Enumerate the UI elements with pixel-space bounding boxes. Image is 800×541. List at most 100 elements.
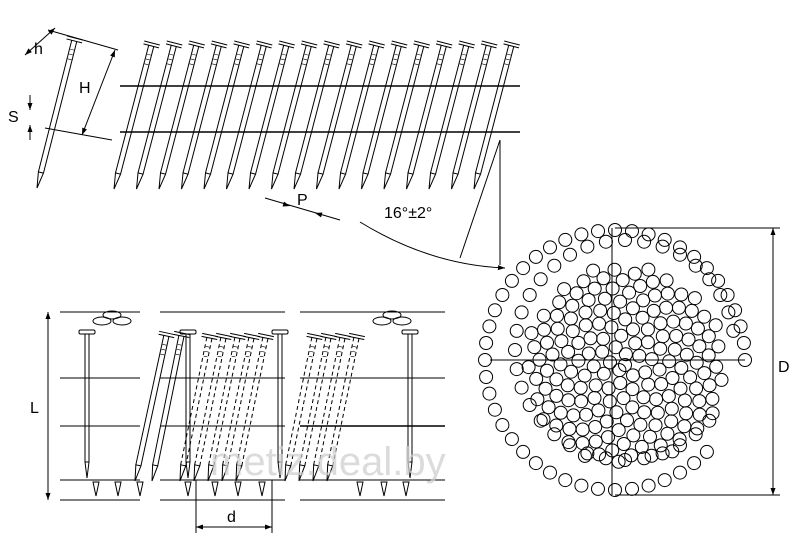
nail-ring xyxy=(175,353,180,356)
coil-nail-head xyxy=(655,239,670,254)
nail-ring xyxy=(168,58,173,61)
nail-head xyxy=(189,40,205,46)
coil-nail-head xyxy=(618,347,633,362)
coil-nail-head xyxy=(487,303,502,318)
nail xyxy=(203,40,250,190)
nail-shank xyxy=(208,337,236,465)
coil-nail-head xyxy=(638,365,653,380)
coil-nail-head xyxy=(591,224,605,239)
nail-head xyxy=(390,43,407,49)
coil-nail-head xyxy=(599,414,614,429)
coil-nail-head xyxy=(626,428,641,443)
coil-nail-head xyxy=(641,227,656,242)
nail-ring xyxy=(336,355,341,358)
nail-shank xyxy=(194,337,222,465)
coil-nail-head xyxy=(509,362,524,377)
nail-head xyxy=(458,43,475,49)
nail-shank xyxy=(42,41,78,174)
label-P: P xyxy=(297,192,308,209)
nail-head xyxy=(216,332,232,338)
coil-nail-head xyxy=(596,366,611,381)
coil-nail-head xyxy=(587,281,602,296)
nail-ring xyxy=(303,58,308,61)
nail-ring xyxy=(235,58,240,61)
nail-ring xyxy=(203,355,208,358)
nail xyxy=(248,40,295,190)
coil-nail-head xyxy=(537,322,551,337)
nail-point xyxy=(207,464,215,482)
nail-ring xyxy=(259,355,264,358)
arrowhead xyxy=(770,487,776,495)
nail-shank xyxy=(313,337,341,465)
nail-shank xyxy=(227,45,262,173)
nail-point xyxy=(383,172,392,190)
coil-nail-head xyxy=(479,370,494,384)
coil-nail-head xyxy=(641,377,656,392)
coil-nail-head xyxy=(702,272,717,287)
coil-nail-head xyxy=(605,281,620,296)
label-h: h xyxy=(34,41,43,58)
nail-shank xyxy=(199,338,227,466)
extension-line xyxy=(44,127,113,141)
nail-head xyxy=(503,43,520,49)
nail xyxy=(36,35,83,189)
coil-nail-head xyxy=(692,339,707,354)
nail xyxy=(326,332,365,482)
nail-ring xyxy=(280,58,285,61)
nail-head xyxy=(324,40,340,46)
coil-nail-head xyxy=(701,329,716,344)
coil-nail-head xyxy=(679,347,694,362)
nail-shank xyxy=(115,45,150,173)
coil-nail-head xyxy=(601,430,615,445)
nail-ring xyxy=(348,58,353,61)
nail-head xyxy=(320,335,337,341)
coil-nail-head xyxy=(733,319,748,334)
nail-shank xyxy=(304,338,332,466)
coil-nail-head xyxy=(569,286,584,301)
coil-nail-head xyxy=(543,240,557,255)
nail-ring xyxy=(232,350,237,353)
nail-ring xyxy=(304,53,309,56)
coil-nail-head xyxy=(588,378,603,393)
coil-nail-head xyxy=(699,261,714,276)
dimension-lines xyxy=(24,27,780,533)
coil-nail-head xyxy=(679,406,694,421)
nail-head-disc xyxy=(92,316,112,326)
nail-head xyxy=(257,335,274,341)
coil-nail-head xyxy=(602,394,617,409)
coil-nail-head xyxy=(660,426,675,441)
coil-nail-head xyxy=(495,288,510,302)
coil-nail-head xyxy=(618,358,632,372)
coil-nail-head xyxy=(697,309,712,324)
coil-nail-head xyxy=(667,342,682,357)
coil-nail-head xyxy=(720,288,735,302)
coil-nail-head xyxy=(571,353,586,368)
nail-head xyxy=(349,332,365,338)
nail-ring xyxy=(483,58,488,61)
coil-nail-head xyxy=(578,305,593,320)
coil-nail-head xyxy=(550,321,565,336)
coil-nail-head xyxy=(588,420,603,434)
nail-ring xyxy=(391,63,396,66)
coil-nail-head xyxy=(609,405,624,420)
coil-nail-head xyxy=(645,274,660,289)
arrowhead xyxy=(25,48,32,55)
coil-nail-head xyxy=(580,239,595,254)
coil-nail-head xyxy=(573,380,588,395)
nail-point xyxy=(277,461,283,479)
coil-nail-head xyxy=(677,419,692,434)
nail-tip xyxy=(380,481,388,497)
nail-head xyxy=(414,40,430,46)
arrowhead xyxy=(315,212,323,218)
nail xyxy=(151,330,190,482)
coil-nail-head xyxy=(655,446,670,461)
nail-shank xyxy=(135,335,165,465)
nail-ring xyxy=(219,346,224,348)
nail-head xyxy=(258,332,274,338)
coil-nail-head xyxy=(608,223,622,237)
coil-nail-head xyxy=(580,446,595,461)
coil-nail-head xyxy=(549,388,564,403)
nail-shank xyxy=(137,45,172,173)
single-nail-profile xyxy=(36,35,83,189)
nail-ring xyxy=(351,350,356,353)
